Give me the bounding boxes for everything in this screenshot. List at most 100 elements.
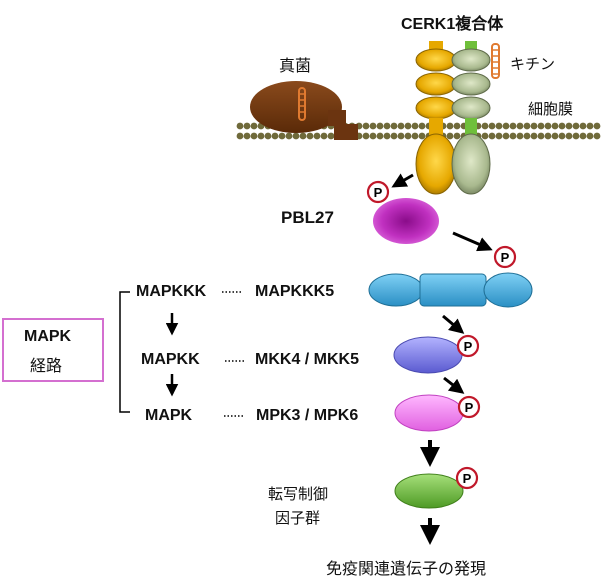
lipid-head — [313, 132, 321, 140]
lipid-head — [572, 132, 580, 140]
pbl27-label: PBL27 — [281, 208, 334, 227]
lipid-head — [502, 132, 510, 140]
lipid-head — [579, 132, 587, 140]
lipid-head — [572, 122, 580, 130]
lipid-head — [509, 122, 517, 130]
lipid-head — [481, 132, 489, 140]
lipid-head — [390, 122, 398, 130]
lipid-head — [516, 132, 524, 140]
lipid-head — [418, 122, 426, 130]
lipid-head — [271, 132, 279, 140]
lipid-head — [257, 132, 265, 140]
partner-receptor — [451, 41, 491, 195]
lipid-head — [495, 122, 503, 130]
fungus-chitin-chain — [298, 87, 306, 121]
lipid-head — [453, 132, 461, 140]
lipid-head — [362, 122, 370, 130]
lipid-head — [278, 132, 286, 140]
lipid-head — [551, 122, 559, 130]
lipid-head — [488, 132, 496, 140]
lipid-head — [446, 122, 454, 130]
mkk4-mkk5-label: MKK4 / MKK5 — [255, 351, 360, 368]
svg-text:P: P — [501, 250, 510, 265]
chitin-chain — [491, 43, 500, 79]
mapk-pathway-box — [2, 318, 104, 382]
mapkkk5-label: MAPKKK5 — [255, 283, 335, 300]
phospho-badge-mpk: P — [457, 395, 481, 419]
transcription-factor-protein — [394, 473, 464, 509]
arrow-mapkkk5-to-mkk — [442, 314, 465, 334]
arrow-mkk-to-mpk — [443, 376, 465, 394]
arrow-pbl27-to-mapkkk5 — [452, 231, 493, 252]
cerk1-receptor — [415, 41, 457, 195]
lipid-head — [397, 132, 405, 140]
lipid-head — [565, 122, 573, 130]
svg-text:P: P — [465, 400, 474, 415]
lipid-head — [537, 132, 545, 140]
lipid-head — [495, 132, 503, 140]
mapkkk5-protein — [368, 272, 533, 308]
lipid-head — [516, 122, 524, 130]
lipid-head — [369, 122, 377, 130]
lipid-head — [537, 122, 545, 130]
lipid-head — [362, 132, 370, 140]
lipid-head — [236, 122, 244, 130]
lipid-head — [551, 132, 559, 140]
lipid-head — [530, 132, 538, 140]
mpk3-mpk6-label: MPK3 / MPK6 — [256, 407, 359, 424]
svg-text:P: P — [464, 339, 473, 354]
lipid-head — [404, 122, 412, 130]
lipid-head — [404, 132, 412, 140]
lipid-head — [544, 132, 552, 140]
gene-expression-label: 免疫関連遺伝子の発現 — [326, 559, 487, 578]
mapkkk-generic-label: MAPKKK — [136, 283, 207, 300]
mapk-pathway-label-line1: MAPK — [24, 328, 72, 345]
arrow-cerk1-to-pbl27 — [391, 173, 414, 188]
svg-text:P: P — [374, 185, 383, 200]
lipid-head — [243, 132, 251, 140]
lipid-head — [593, 132, 601, 140]
lipid-head — [418, 132, 426, 140]
phospho-badge-pbl27: P — [366, 180, 390, 204]
pathway-bracket — [119, 291, 130, 413]
lipid-head — [383, 132, 391, 140]
lipid-head — [306, 132, 314, 140]
lipid-head — [383, 122, 391, 130]
lipid-head — [488, 122, 496, 130]
mapkk-generic-label: MAPKK — [141, 351, 200, 368]
lipid-head — [411, 122, 419, 130]
membrane-label: 細胞膜 — [528, 100, 574, 118]
phospho-badge-mkk: P — [456, 334, 480, 358]
fungus-cell — [250, 81, 358, 140]
lipid-head — [544, 122, 552, 130]
lipid-head — [236, 132, 244, 140]
lipid-head — [369, 132, 377, 140]
lipid-head — [264, 132, 272, 140]
transcription-factor-label-line1: 転写制御 — [268, 485, 329, 503]
lipid-head — [593, 122, 601, 130]
lipid-head — [523, 132, 531, 140]
lipid-head — [292, 132, 300, 140]
lipid-head — [320, 132, 328, 140]
lipid-head — [327, 132, 335, 140]
lipid-head — [299, 132, 307, 140]
lipid-head — [523, 122, 531, 130]
lipid-head — [250, 122, 258, 130]
lipid-head — [453, 122, 461, 130]
lipid-head — [411, 132, 419, 140]
phospho-badge-mapkkk5: P — [493, 245, 517, 269]
lipid-head — [446, 132, 454, 140]
mapk-generic-label: MAPK — [145, 407, 193, 424]
lipid-head — [397, 122, 405, 130]
mapk-pathway-label-line2: 経路 — [30, 356, 63, 375]
lipid-head — [586, 132, 594, 140]
lipid-head — [558, 122, 566, 130]
lipid-head — [243, 122, 251, 130]
cerk1-complex-label: CERK1複合体 — [401, 16, 504, 33]
chitin-label: キチン — [510, 55, 556, 73]
fungus-label: 真菌 — [279, 56, 312, 75]
transcription-factor-label-line2: 因子群 — [275, 509, 321, 527]
mpk-protein — [394, 394, 464, 432]
pbl27-protein — [373, 198, 439, 244]
